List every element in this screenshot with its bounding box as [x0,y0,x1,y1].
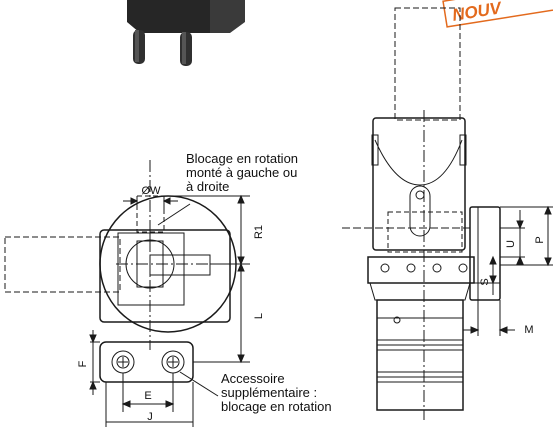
product-photo [127,0,245,66]
accessory-line-3: blocage en rotation [221,399,332,414]
dim-m-label: M [524,324,533,336]
dim-l-label: L [253,313,265,319]
new-badge: NOUV [442,0,553,28]
dim-r1-label: R1 [253,225,265,239]
dim-s-label: S [479,278,491,285]
dim-w-label: ØW [142,185,162,197]
dim-j-label: J [147,411,153,423]
rotation-lock-line-1: Blocage en rotation [186,151,299,166]
side-view [342,7,553,420]
accessory-line-1: Accessoire [221,371,285,386]
dim-e-label: E [144,390,151,402]
dim-u-label: U [505,240,517,248]
accessory-line-2: supplémentaire : [221,385,318,400]
dim-f-label: F [77,360,89,367]
rotation-lock-line-3: à droite [186,179,230,194]
accessory-callout: Accessoire supplémentaire : blocage en r… [221,372,332,414]
rotation-lock-line-2: monté à gauche ou [186,165,298,180]
front-view [4,160,250,427]
dim-p-label: P [534,236,546,243]
rotation-lock-callout: Blocage en rotation monté à gauche ou à … [186,152,298,194]
